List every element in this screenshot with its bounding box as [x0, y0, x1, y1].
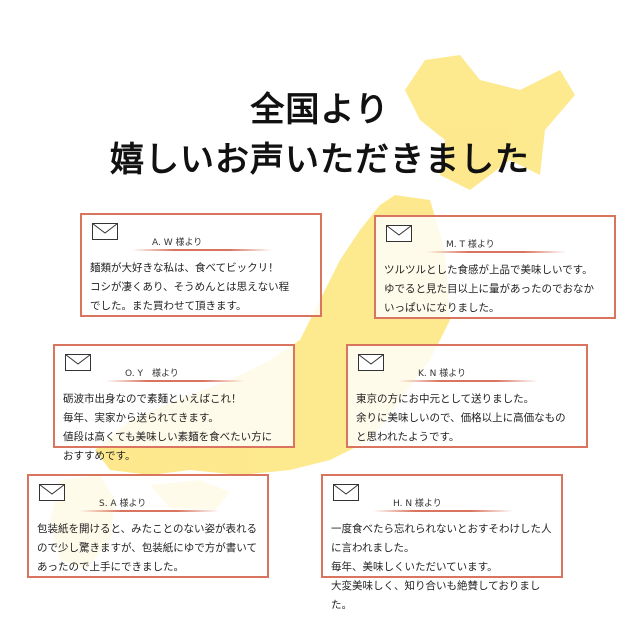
review-card: S. A 様より 包装紙を開けると、みたことのない姿が表れる ので少し驚きますが… — [27, 474, 269, 578]
review-text: ツルツルとした食感が上品で美味しいです。 ゆでると見た目以上に量があったのでおな… — [384, 264, 594, 314]
review-text: 麺類が大好きな私は、食べてビックリ！ コシが凄くあり、そうめんとは思えない程 で… — [90, 262, 290, 312]
reviewer-name: A. W 様より — [152, 238, 203, 248]
envelope-icon — [358, 354, 384, 371]
reviewer-name: S. A 様より — [99, 499, 147, 509]
reviewer-name: H. N 様より — [393, 499, 442, 509]
review-text: 一度食べたら忘れられないとおすそわけした人 に言われました。 毎年、美味しくいた… — [331, 523, 552, 611]
review-text: 東京の方にお中元として送りました。 余りに美味しいので、価格以上に高価なもの と… — [356, 393, 566, 443]
page-title-line1: 全国より — [250, 90, 390, 130]
name-underline — [105, 380, 245, 382]
review-card: A. W 様より 麺類が大好きな私は、食べてビックリ！ コシが凄くあり、そうめん… — [80, 213, 322, 317]
envelope-icon — [65, 354, 91, 371]
reviewer-name: M. T 様より — [446, 240, 495, 250]
name-underline — [398, 380, 538, 382]
review-card: K. N 様より 東京の方にお中元として送りました。 余りに美味しいので、価格以… — [346, 344, 588, 448]
review-text: 包装紙を開けると、みたことのない姿が表れる ので少し驚きますが、包装紙にゆで方が… — [37, 523, 257, 573]
review-card: H. N 様より 一度食べたら忘れられないとおすそわけした人 に言われました。 … — [321, 474, 563, 611]
reviewer-name: O. Y 様より — [125, 369, 179, 379]
envelope-icon — [92, 223, 118, 240]
name-underline — [426, 251, 566, 253]
name-underline — [79, 510, 219, 512]
envelope-icon — [333, 484, 359, 501]
name-underline — [132, 249, 272, 251]
review-text: 砺波市出身なので素麺といえばこれ！ 毎年、実家から送られてきます。 値段は高くて… — [63, 393, 273, 462]
reviewer-name: K. N 様より — [418, 369, 467, 379]
envelope-icon — [39, 484, 65, 501]
review-card: M. T 様より ツルツルとした食感が上品で美味しいです。 ゆでると見た目以上に… — [374, 215, 616, 319]
name-underline — [373, 510, 513, 512]
map-hokkaido — [405, 55, 575, 190]
page-title-line2: 嬉しいお声いただきました — [110, 140, 530, 180]
envelope-icon — [386, 225, 412, 242]
review-card: O. Y 様より 砺波市出身なので素麺といえばこれ！ 毎年、実家から送られてきま… — [53, 344, 295, 462]
